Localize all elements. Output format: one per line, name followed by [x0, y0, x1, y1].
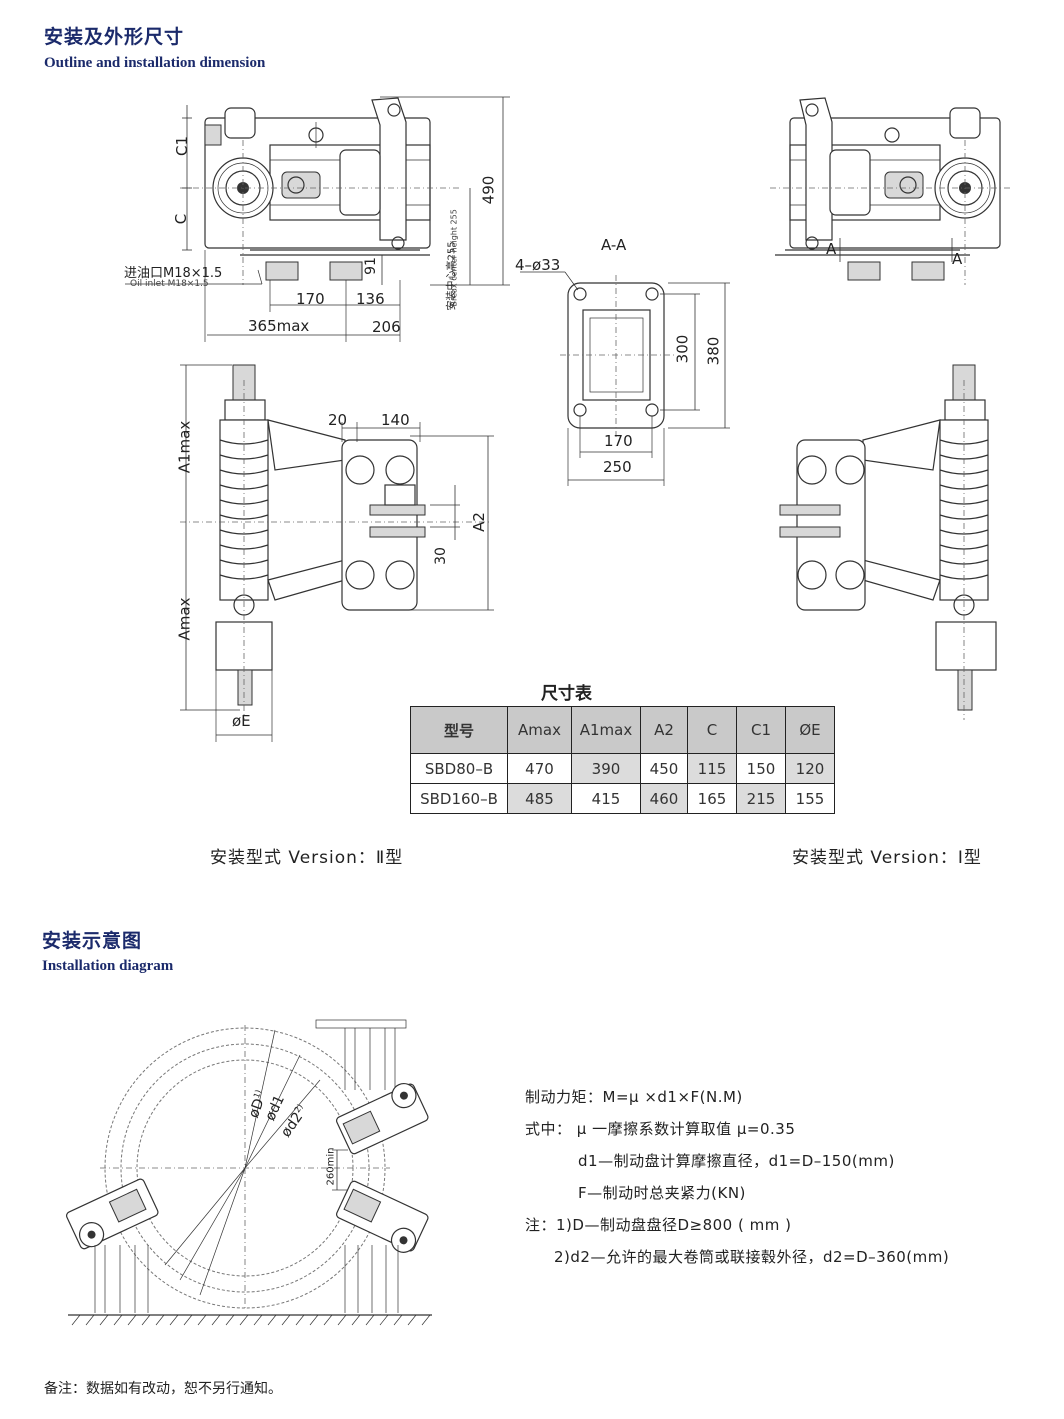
- dim-20: 20: [328, 411, 348, 429]
- section-aa-title: A-A: [601, 236, 627, 254]
- table-header-cell: A2: [640, 706, 688, 754]
- section2-title-en: Installation diagram: [42, 958, 174, 974]
- table-header-cell: 型号: [410, 706, 508, 754]
- top-right-outline-drawing: [770, 97, 1010, 285]
- formula-line-3: d1—制动盘计算摩擦直径，d1=D–150(mm): [578, 1152, 895, 1170]
- formula-line-2: 式中： μ 一摩擦系数计算取值 μ=0.35: [525, 1120, 796, 1138]
- oil-inlet-en: Oil inlet M18×1.5: [130, 279, 209, 289]
- version-left-label: 安装型式 Version：Ⅱ型: [210, 848, 404, 868]
- table-cell: 215: [736, 783, 786, 814]
- table-cell: 415: [571, 783, 641, 814]
- dim-140: 140: [381, 411, 410, 429]
- table-cell: 155: [785, 783, 835, 814]
- section2-title-cn: 安装示意图: [42, 930, 143, 952]
- table-cell: 390: [571, 753, 641, 784]
- table-row: SBD160–B 485 415 460 165 215 155: [410, 783, 835, 814]
- dim-365max: 365max: [248, 317, 310, 335]
- section-aa-holes: 4–ø33: [515, 256, 561, 274]
- side-right-drawing: [779, 364, 997, 720]
- table-header-cell: ØE: [785, 706, 835, 754]
- diagram-label-260min: 260min: [325, 1147, 337, 1186]
- section-marker-a-right: A: [952, 250, 963, 268]
- top-left-outline-drawing: [125, 96, 510, 342]
- formula-line-1: 制动力矩：M=μ ×d1×F(N.M): [525, 1088, 743, 1106]
- table-header-cell: C: [687, 706, 737, 754]
- table-cell: 485: [507, 783, 572, 814]
- formula-line-4: F—制动时总夹紧力(KN): [578, 1184, 746, 1202]
- section-title-en: Outline and installation dimension: [44, 55, 266, 71]
- table-cell: 460: [640, 783, 688, 814]
- table-cell: 165: [687, 783, 737, 814]
- oil-inlet-cn: 进油口M18×1.5: [124, 266, 223, 281]
- dim-136: 136: [356, 290, 385, 308]
- dim-170: 170: [296, 290, 325, 308]
- section-aa-dim-170: 170: [604, 432, 633, 450]
- section-aa-drawing: [520, 271, 730, 486]
- table-header-cell: Amax: [507, 706, 572, 754]
- table-cell: 120: [785, 753, 835, 784]
- table-cell: SBD80–B: [410, 753, 508, 784]
- section-title-cn: 安装及外形尺寸: [44, 26, 185, 48]
- table-cell: SBD160–B: [410, 783, 508, 814]
- installation-diagram: [66, 1019, 432, 1326]
- formula-line-6: 2)d2—允许的最大卷筒或联接毂外径，d2=D–360(mm): [554, 1248, 950, 1266]
- side-left-drawing: [180, 364, 494, 742]
- section-marker-a-left: A: [826, 240, 837, 258]
- footer-note: 备注：数据如有改动，恕不另行通知。: [44, 1381, 282, 1397]
- dim-206: 206: [372, 318, 401, 336]
- table-header-row: 型号 Amax A1max A2 C C1 ØE: [410, 706, 835, 754]
- formula-line-5: 注：1)D—制动盘盘径D≥800 ( mm ): [525, 1216, 792, 1234]
- dim-phi-e: øE: [232, 712, 251, 730]
- section-aa-dim-250: 250: [603, 458, 632, 476]
- table-caption: 尺寸表: [541, 684, 592, 704]
- table-header-cell: C1: [736, 706, 786, 754]
- version-right-label: 安装型式 Version：Ⅰ型: [792, 848, 982, 868]
- dimension-table: 型号 Amax A1max A2 C C1 ØE SBD80–B 470 390…: [410, 706, 835, 814]
